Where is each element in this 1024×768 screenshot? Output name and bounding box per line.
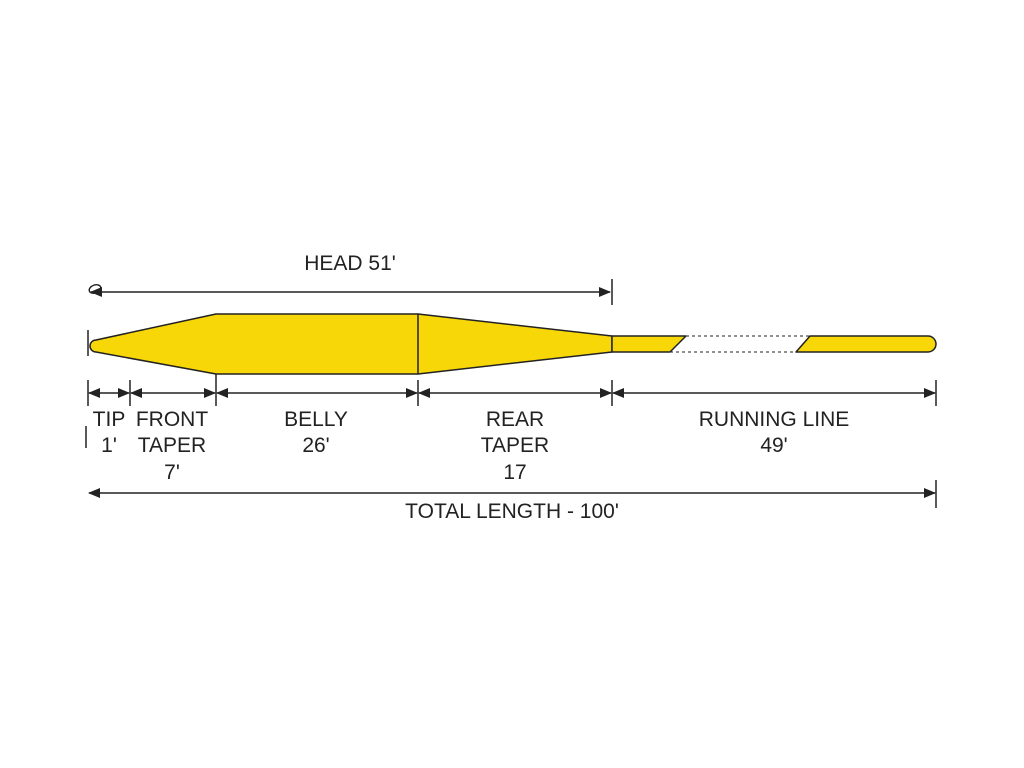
head-label: HEAD 51' xyxy=(304,252,396,275)
tip-name: TIP xyxy=(93,408,126,431)
fly-line xyxy=(89,313,937,375)
total-length-label: TOTAL LENGTH - 100' xyxy=(405,500,619,523)
rear-taper-name-line2: TAPER xyxy=(481,434,549,457)
section-labels: TIP 1' FRONT TAPER 7' BELLY 26' REAR TAP… xyxy=(93,408,850,484)
front-taper-name-line1: FRONT xyxy=(136,408,208,431)
running-line-segment-rear xyxy=(795,335,937,353)
rear-taper-name-line1: REAR xyxy=(486,408,544,431)
rear-taper-length: 17 xyxy=(503,461,526,484)
belly-name: BELLY xyxy=(284,408,348,431)
running-line-name: RUNNING LINE xyxy=(699,408,850,431)
head-dimension: HEAD 51' xyxy=(88,252,613,305)
belly-length: 26' xyxy=(302,434,329,457)
running-line-segment-front xyxy=(611,335,687,353)
running-line-length: 49' xyxy=(760,434,787,457)
front-taper-name-line2: TAPER xyxy=(138,434,206,457)
tip-length: 1' xyxy=(101,434,117,457)
front-taper-length: 7' xyxy=(164,461,180,484)
loop-icon xyxy=(88,284,102,294)
head-shape xyxy=(89,313,613,375)
total-length-dimension: TOTAL LENGTH - 100' xyxy=(88,480,937,523)
